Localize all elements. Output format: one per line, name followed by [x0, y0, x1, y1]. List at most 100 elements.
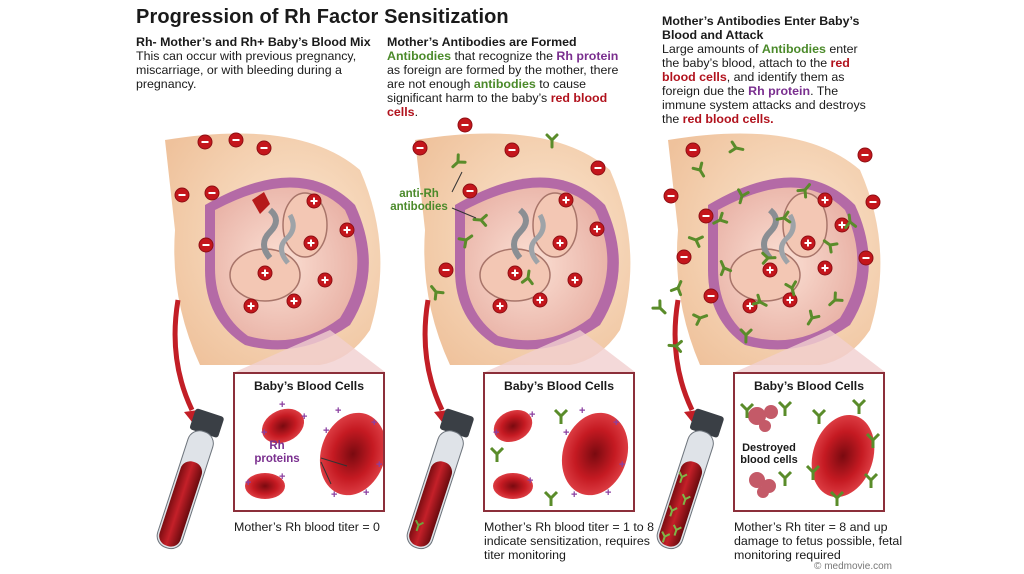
rh-negative-cell — [197, 134, 213, 150]
antibody — [728, 140, 745, 154]
svg-text:+: + — [335, 405, 341, 417]
anti-rh-leader — [451, 171, 477, 219]
antibody — [692, 313, 709, 326]
rh-negative-cell — [703, 288, 719, 304]
inset-3: Baby’s Blood Cells Destroyed blood cells — [733, 372, 885, 512]
connector-2 — [485, 330, 635, 372]
inset-1-title: Baby’s Blood Cells — [254, 379, 364, 393]
inset-2-title: Baby’s Blood Cells — [504, 379, 614, 393]
svg-text:+: + — [493, 427, 499, 439]
rh-negative-cell — [457, 117, 473, 133]
rh-positive-cell — [286, 293, 302, 309]
inset-1-label: Rh proteins — [254, 440, 300, 465]
arrow-3 — [672, 299, 695, 412]
column-3-t3: enter the baby’s blood, attach to the — [662, 42, 858, 70]
inset-2: Baby’s Blood Cells +++ +++ +++ — [483, 372, 635, 512]
antibody — [751, 293, 768, 307]
antibody — [669, 280, 683, 297]
rh-negative-cells — [174, 117, 881, 304]
rh-positive-cell — [782, 292, 798, 308]
rh-positive-cell — [257, 265, 273, 281]
svg-text:+: + — [331, 489, 337, 501]
column-2-t3: Rh protein — [556, 49, 619, 63]
column-3-t1: Large amounts of — [662, 42, 762, 56]
rh-negative-cell — [663, 188, 679, 204]
test-tube-3 — [656, 408, 724, 550]
svg-text:+: + — [261, 427, 267, 439]
rh-negative-cell — [256, 140, 272, 156]
rh-negative-cell — [698, 208, 714, 224]
inset-3-art — [739, 398, 881, 506]
rh-positive-cell — [567, 272, 583, 288]
connector-3 — [735, 330, 885, 372]
svg-text:+: + — [363, 487, 369, 499]
antibody — [737, 188, 750, 205]
antibody — [822, 239, 839, 254]
rh-negative-cell — [685, 142, 701, 158]
column-1-text: Rh- Mother’s and Rh+ Baby’s Blood Mix Th… — [136, 35, 371, 91]
arrow-1 — [172, 299, 195, 412]
column-3-t5: , and identify them as foreign due the — [662, 70, 845, 98]
column-2-t5: antibodies — [473, 77, 536, 91]
rh-negative-cell — [590, 160, 606, 176]
column-2-text: Mother’s Antibodies are Formed Antibodie… — [387, 35, 619, 119]
column-3-heading: Mother’s Antibodies Enter Baby’s Blood a… — [662, 14, 860, 42]
svg-text:+: + — [376, 459, 382, 471]
rh-positive-cell — [817, 260, 833, 276]
rh-positive-cell — [243, 298, 259, 314]
belly-1 — [165, 133, 381, 365]
svg-text:+: + — [279, 399, 285, 411]
svg-text:+: + — [605, 487, 611, 499]
svg-text:+: + — [323, 425, 329, 437]
column-2-t1: Antibodies — [387, 49, 452, 63]
rh-positive-cell — [339, 222, 355, 238]
rh-negative-cell — [857, 147, 873, 163]
column-1-body: This can occur with previous pregnancy, … — [136, 49, 357, 91]
rh-negative-cell — [676, 249, 692, 265]
antibody — [430, 285, 445, 301]
rh-negative-cell — [858, 250, 874, 266]
column-2-t4: as foreign are formed by the mother, the… — [387, 63, 619, 91]
antibody — [545, 133, 559, 149]
inset-3-title: Baby’s Blood Cells — [754, 379, 864, 393]
column-2-heading: Mother’s Antibodies are Formed — [387, 35, 577, 49]
rh-negative-cell — [438, 262, 454, 278]
caption-1: Mother’s Rh blood titer = 0 — [234, 520, 380, 534]
antibody — [775, 210, 792, 224]
rh-positive-cell — [817, 192, 833, 208]
test-tube-2 — [406, 408, 474, 550]
antibody — [472, 213, 488, 227]
rh-positive-cell — [306, 193, 322, 209]
antibody — [520, 269, 534, 286]
column-2-t2: that recognize the — [451, 49, 557, 63]
rh-positive-cell — [558, 192, 574, 208]
rh-negative-cell — [204, 185, 220, 201]
rh-positive-cell — [492, 298, 508, 314]
rh-positive-cell — [552, 235, 568, 251]
rh-positive-cell — [800, 235, 816, 251]
inset-2-art: +++ +++ +++ — [489, 405, 629, 506]
antibodies — [430, 133, 858, 353]
svg-text:+: + — [619, 459, 625, 471]
rh-negative-cell — [228, 132, 244, 148]
rh-negative-cell — [462, 183, 478, 199]
antibody — [712, 211, 729, 225]
antibody — [719, 260, 733, 277]
antibody — [451, 153, 467, 169]
rh-negative-cell — [174, 187, 190, 203]
credit-text: © medmovie.com — [814, 561, 892, 572]
antibody — [761, 251, 777, 265]
column-2-t6: to cause significant harm to the baby’s — [387, 77, 587, 105]
rh-positive-cells — [243, 192, 850, 314]
antibody — [844, 213, 858, 230]
rh-positive-cell — [303, 235, 319, 251]
svg-text:+: + — [579, 405, 585, 417]
arrow-2 — [422, 299, 445, 412]
rh-positive-cell — [742, 298, 758, 314]
svg-text:+: + — [301, 411, 307, 423]
column-3-t6: Rh protein — [748, 84, 811, 98]
antibody — [806, 309, 821, 326]
rh-negative-cell — [412, 140, 428, 156]
column-3-t4: red blood cells — [662, 56, 850, 84]
